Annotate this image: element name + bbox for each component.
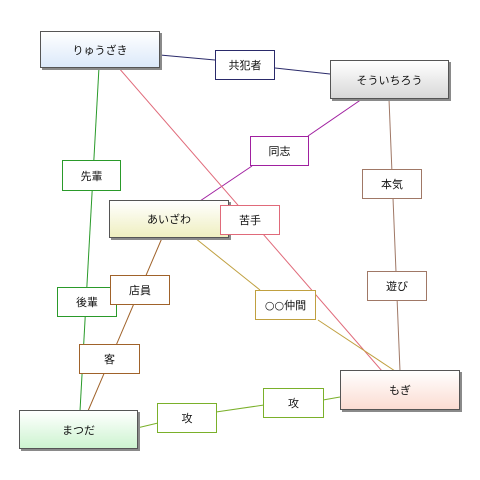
node-ryuzaki[interactable]: りゅうざき (40, 31, 160, 68)
edge-label-honki[interactable]: 本気 (362, 169, 422, 199)
edge-label-kohai[interactable]: 後輩 (57, 287, 117, 317)
edge-line-ryuzaki-soichiro-2 (274, 67, 331, 75)
node-soichiro[interactable]: そういちろう (330, 60, 449, 99)
edge-line-soichiro-aizawa-2 (199, 165, 253, 202)
node-aizawa[interactable]: あいざわ (109, 200, 229, 238)
node-mogi[interactable]: もぎ (340, 370, 460, 410)
edge-line-matsuda-mogi-3 (322, 396, 341, 401)
edge-label-nigate[interactable]: 苦手 (220, 205, 280, 235)
edge-label-seme-2[interactable]: 攻 (263, 388, 324, 418)
edge-label-ryuzaki-soichiro[interactable]: 共犯者 (215, 50, 275, 80)
edge-label-seme-1[interactable]: 攻 (157, 403, 217, 433)
edge-line-aizawa-matsuda (87, 237, 163, 412)
edge-line-aizawa-mogi (194, 237, 261, 291)
node-matsuda[interactable]: まつだ (19, 410, 138, 449)
edge-line-soichiro-mogi (388, 98, 401, 372)
edge-label-kyaku[interactable]: 客 (79, 344, 140, 374)
edge-line-matsuda-mogi-2 (215, 404, 265, 413)
edge-line-matsuda-mogi (136, 422, 159, 429)
edge-label-senpai[interactable]: 先輩 (62, 160, 121, 191)
edge-label-soichiro-aizawa[interactable]: 同志 (250, 136, 309, 166)
edge-label-tenin[interactable]: 店員 (110, 275, 170, 305)
edge-label-asobi[interactable]: 遊び (367, 271, 427, 301)
edge-line-soichiro-aizawa (307, 98, 363, 137)
edge-line-ryuzaki-soichiro (159, 54, 216, 61)
edge-line-aizawa-mogi-2 (317, 319, 396, 372)
edge-label-nakama[interactable]: ○○仲間 (255, 290, 316, 320)
